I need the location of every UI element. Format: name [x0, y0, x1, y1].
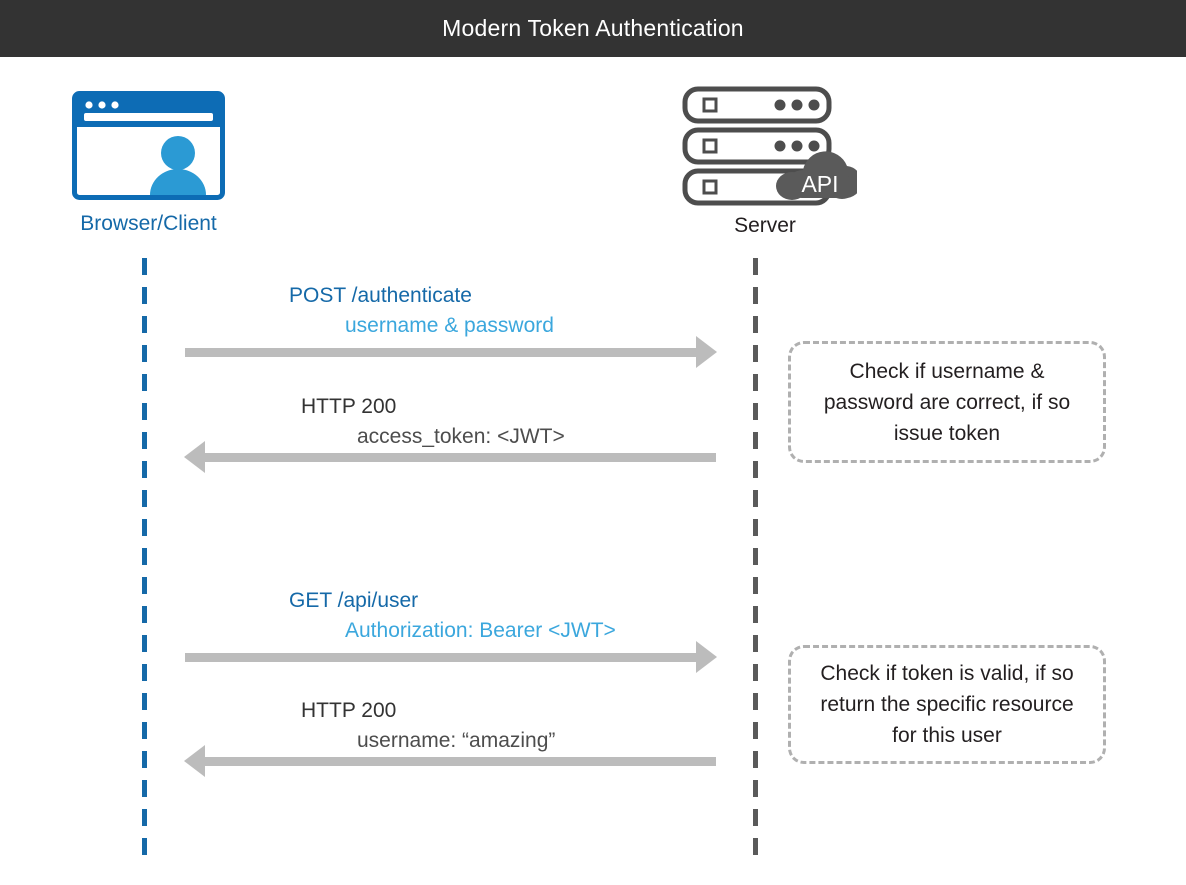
- arrowhead-left: [184, 441, 205, 473]
- message-label-auth-request: POST /authenticate username & password: [289, 281, 554, 341]
- note-text: Check if username & password are correct…: [823, 359, 1071, 445]
- page-title: Modern Token Authentication: [442, 15, 744, 41]
- message-line-2: username: “amazing”: [357, 729, 556, 752]
- message-arrow-auth-response: [204, 453, 716, 462]
- actor-label-server: Server: [734, 214, 796, 237]
- message-line-2: username & password: [345, 314, 554, 337]
- message-line-1: HTTP 200: [301, 699, 397, 722]
- svg-text:API: API: [801, 171, 838, 197]
- note-verify-token: Check if token is valid, if so return th…: [788, 645, 1106, 764]
- arrowhead-right: [696, 336, 717, 368]
- browser-window-user-icon: [72, 91, 225, 200]
- lifeline-client: [142, 258, 147, 856]
- api-cloud-icon: [776, 151, 862, 200]
- title-bar: Modern Token Authentication: [0, 0, 1186, 57]
- message-label-api-request: GET /api/user Authorization: Bearer <JWT…: [289, 586, 616, 646]
- message-line-1: POST /authenticate: [289, 284, 472, 307]
- message-label-auth-response: HTTP 200 access_token: <JWT>: [301, 392, 565, 452]
- message-line-2: access_token: <JWT>: [357, 425, 565, 448]
- note-verify-credentials: Check if username & password are correct…: [788, 341, 1106, 463]
- arrowhead-right: [696, 641, 717, 673]
- message-arrow-api-response: [204, 757, 716, 766]
- message-label-api-response: HTTP 200 username: “amazing”: [301, 696, 555, 756]
- message-line-1: GET /api/user: [289, 589, 419, 612]
- message-arrow-api-request: [185, 653, 697, 662]
- note-text: Check if token is valid, if so return th…: [820, 662, 1074, 747]
- server-rack-icon: API: [682, 86, 862, 206]
- message-line-1: HTTP 200: [301, 395, 397, 418]
- message-line-2: Authorization: Bearer <JWT>: [345, 619, 616, 642]
- lifeline-server: [753, 258, 758, 856]
- arrowhead-left: [184, 745, 205, 777]
- actor-label-client: Browser/Client: [80, 212, 217, 235]
- message-arrow-auth-request: [185, 348, 697, 357]
